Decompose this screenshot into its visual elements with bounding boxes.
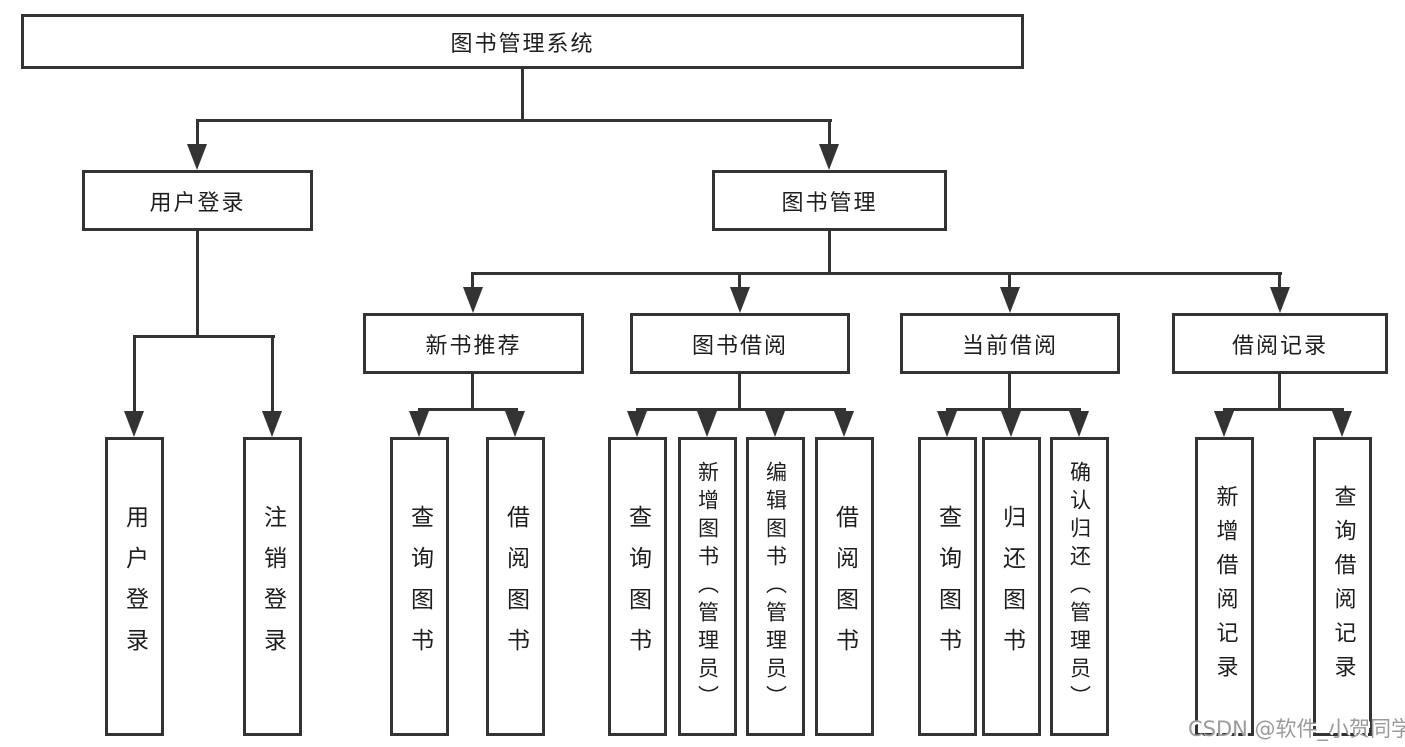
connector-section-stem	[1008, 374, 1011, 411]
node-new-book-recommend-label: 新书推荐	[425, 333, 522, 359]
down-arrow-icon	[937, 411, 957, 437]
connector-section-shaft	[471, 272, 474, 290]
down-arrow-icon	[819, 144, 839, 170]
down-arrow-icon	[765, 411, 785, 437]
leaf-query-books-current-label: 查询图书	[934, 504, 961, 669]
down-arrow-icon	[1001, 411, 1021, 437]
connector-user-login-shaft	[196, 119, 199, 147]
leaf-logout: 注销登录	[243, 437, 302, 736]
down-arrow-icon	[187, 144, 207, 170]
node-book-management: 图书管理	[712, 170, 947, 231]
down-arrow-icon	[627, 411, 647, 437]
leaf-confirm-return-admin-label: 确认归还（管理员）	[1067, 460, 1092, 713]
connector-book-mgmt-shaft	[828, 119, 831, 147]
leaf-add-borrow-record-label: 新增借阅记录	[1212, 484, 1238, 689]
down-arrow-icon	[730, 287, 750, 313]
node-book-borrow: 图书借阅	[630, 313, 850, 374]
connector-section-shaft	[738, 272, 741, 290]
leaf-user-login: 用户登录	[105, 437, 164, 736]
leaf-return-book: 归还图书	[982, 437, 1041, 736]
down-arrow-icon	[697, 411, 717, 437]
connector-section-stem	[471, 374, 474, 411]
connector-section-stem	[1278, 374, 1281, 411]
leaf-query-borrow-record: 查询借阅记录	[1313, 437, 1372, 736]
connector-section-rail	[418, 408, 518, 411]
leaf-user-login-label: 用户登录	[121, 504, 148, 669]
leaf-query-books-current: 查询图书	[918, 437, 977, 736]
down-arrow-icon	[262, 411, 282, 437]
down-arrow-icon	[1214, 411, 1234, 437]
connector-book-mgmt-rail	[472, 272, 1282, 275]
down-arrow-icon	[463, 287, 483, 313]
connector-section-rail	[636, 408, 846, 411]
leaf-add-book-admin-label: 新增图书（管理员）	[695, 460, 720, 713]
node-book-management-label: 图书管理	[781, 190, 878, 216]
connector-section-stem	[738, 374, 741, 411]
leaf-edit-book-admin: 编辑图书（管理员）	[746, 437, 805, 736]
leaf-query-books-recommend-label: 查询图书	[406, 504, 433, 669]
leaf-query-books-recommend: 查询图书	[390, 437, 449, 736]
leaf-query-books-borrow-label: 查询图书	[624, 504, 651, 669]
down-arrow-icon	[834, 411, 854, 437]
leaf-add-borrow-record: 新增借阅记录	[1195, 437, 1254, 736]
down-arrow-icon	[505, 411, 525, 437]
connector-root-stem	[521, 69, 524, 122]
node-book-borrow-label: 图书借阅	[691, 333, 788, 359]
node-root-label: 图书管理系统	[450, 31, 595, 57]
leaf-borrow-books-borrow-label: 借阅图书	[831, 504, 858, 669]
node-new-book-recommend: 新书推荐	[363, 313, 584, 374]
connector-section-shaft	[1008, 272, 1011, 290]
connector-section-shaft	[1278, 272, 1281, 290]
connector-section-rail	[1223, 408, 1344, 411]
node-borrow-records: 借阅记录	[1172, 313, 1388, 374]
down-arrow-icon	[1270, 287, 1290, 313]
node-borrow-records-label: 借阅记录	[1231, 333, 1328, 359]
node-user-login-label: 用户登录	[149, 190, 246, 216]
connector-book-mgmt-stem	[828, 231, 831, 275]
down-arrow-icon	[1069, 411, 1089, 437]
node-current-borrow-label: 当前借阅	[961, 333, 1058, 359]
leaf-query-borrow-record-label: 查询借阅记录	[1330, 484, 1356, 689]
connector-section-rail	[946, 408, 1081, 411]
csdn-watermark: CSDN @软件_小贺同学	[1188, 717, 1405, 741]
leaf-confirm-return-admin: 确认归还（管理员）	[1050, 437, 1109, 736]
leaf-return-book-label: 归还图书	[998, 504, 1025, 669]
leaf-borrow-books-recommend: 借阅图书	[486, 437, 545, 736]
down-arrow-icon	[1000, 287, 1020, 313]
down-arrow-icon	[1332, 411, 1352, 437]
down-arrow-icon	[124, 411, 144, 437]
connector-root-rail	[196, 119, 832, 122]
leaf-add-book-admin: 新增图书（管理员）	[678, 437, 737, 736]
node-root: 图书管理系统	[21, 14, 1024, 69]
connector-leaf-shaft	[133, 335, 136, 413]
node-current-borrow: 当前借阅	[900, 313, 1120, 374]
leaf-borrow-books-borrow: 借阅图书	[815, 437, 874, 736]
connector-user-login-stem	[196, 231, 199, 337]
connector-leaf-shaft	[271, 335, 274, 413]
leaf-logout-label: 注销登录	[259, 504, 286, 669]
leaf-borrow-books-recommend-label: 借阅图书	[502, 504, 529, 669]
leaf-query-books-borrow: 查询图书	[608, 437, 667, 736]
node-user-login: 用户登录	[82, 170, 313, 231]
connector-user-login-rail	[133, 335, 275, 338]
down-arrow-icon	[409, 411, 429, 437]
leaf-edit-book-admin-label: 编辑图书（管理员）	[763, 460, 788, 713]
